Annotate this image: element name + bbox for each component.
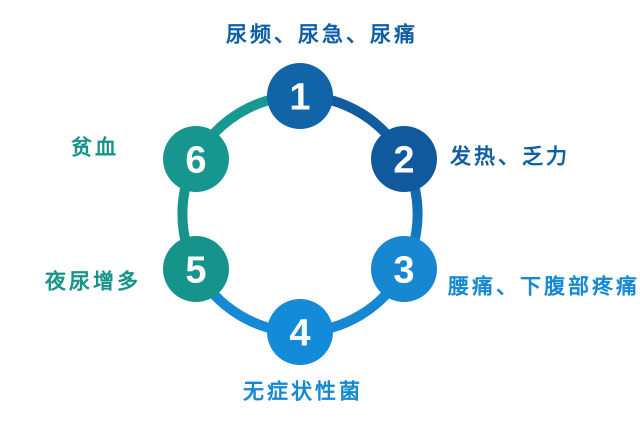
node-number-4: 4 [289, 312, 310, 354]
node-circle-1 [267, 63, 333, 129]
node-circle-6 [163, 126, 229, 192]
node-circle-4 [267, 299, 333, 365]
node-number-1: 1 [289, 76, 310, 118]
label-node-1: 尿频、尿急、尿痛 [226, 23, 418, 47]
node-circle-3 [371, 236, 437, 302]
label-node-5: 夜尿增多 [45, 270, 141, 294]
node-number-3: 3 [393, 249, 414, 291]
label-node-2: 发热、乏力 [450, 145, 570, 169]
node-circle-2 [371, 126, 437, 192]
node-number-2: 2 [393, 139, 414, 181]
node-circle-5 [163, 236, 229, 302]
node-number-5: 5 [185, 249, 206, 291]
label-node-3: 腰痛、下腹部疼痛 [448, 275, 640, 299]
label-node-4: 无症状性菌 [243, 380, 363, 404]
label-node-6: 贫血 [71, 136, 119, 160]
node-number-6: 6 [185, 139, 206, 181]
